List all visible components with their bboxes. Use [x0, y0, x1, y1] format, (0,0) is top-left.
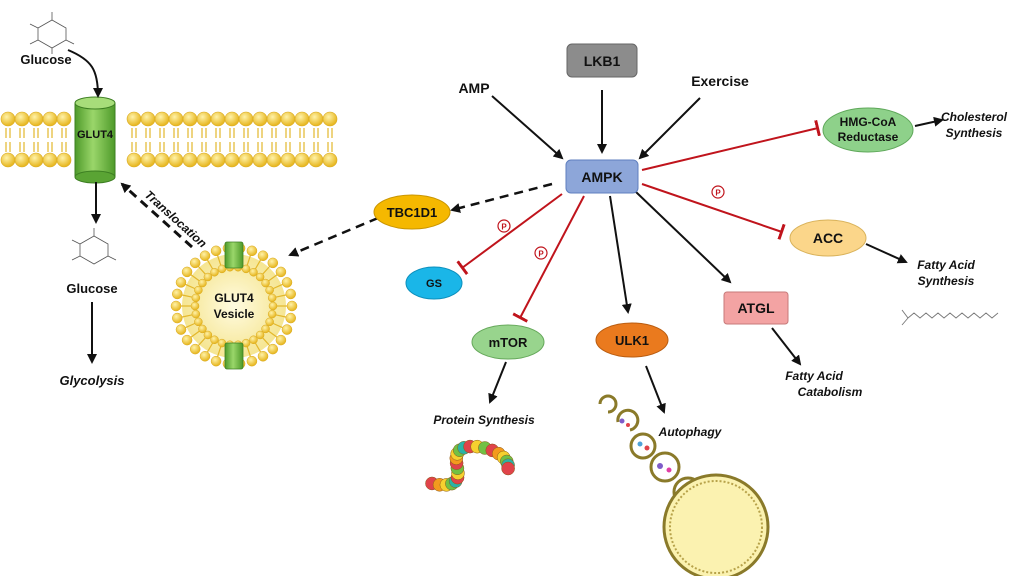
ampk-to-tbc1d1-arrow: [450, 182, 553, 213]
node-atgl: ATGL: [723, 291, 789, 325]
svg-text:P: P: [538, 250, 544, 259]
svg-text:mTOR: mTOR: [489, 335, 528, 350]
amp-to-ampk-arrow: [491, 95, 564, 160]
node-mtor: mTOR: [471, 324, 545, 360]
translocation-arrow: [120, 182, 194, 249]
node-ulk1: ULK1: [595, 322, 669, 358]
node-acc: ACC: [789, 219, 867, 257]
cholesterol-label-line1: Cholesterol: [941, 110, 1008, 124]
glut4-transporter: GLUT4: [74, 96, 116, 184]
translocation-label: Translocation: [142, 188, 210, 251]
vesicle-glut4-top: [224, 241, 244, 269]
node-lkb1: LKB1: [566, 43, 638, 78]
glucose-label-top: Glucose: [20, 52, 71, 67]
ampk-inhibits-hmgcoa: [641, 119, 821, 171]
vesicle-glut4-bottom: [224, 342, 244, 370]
svg-text:AMPK: AMPK: [581, 169, 622, 185]
svg-text:ATGL: ATGL: [737, 300, 775, 316]
node-hmgcoa-reductase: HMG-CoA Reductase: [822, 107, 914, 153]
fatty-acid-catabolism-line1: Fatty Acid: [785, 369, 843, 383]
phospho-marker-acc: P: [711, 185, 725, 199]
glucose-structure-bottom: [71, 228, 117, 265]
node-gs: GS: [405, 266, 463, 300]
acc-to-fatty-acid-synthesis-arrow: [865, 243, 908, 264]
svg-text:ACC: ACC: [813, 230, 843, 246]
svg-text:P: P: [501, 223, 507, 232]
ulk1-to-autophagy-arrow: [645, 365, 666, 414]
fatty-acid-synthesis-line2: Synthesis: [918, 274, 975, 288]
tbc1d1-to-vesicle-arrow: [288, 216, 379, 257]
glycolysis-label: Glycolysis: [59, 373, 124, 388]
ampk-inhibits-gs: [456, 193, 563, 276]
vesicle-label-line1: GLUT4: [214, 291, 254, 305]
autophagy-label: Autophagy: [658, 425, 723, 439]
input-amp: AMP: [458, 80, 489, 96]
node-tbc1d1: TBC1D1: [373, 194, 451, 230]
fatty-acid-synthesis-line1: Fatty Acid: [917, 258, 975, 272]
svg-text:HMG-CoA: HMG-CoA: [840, 115, 897, 129]
hmgcoa-to-cholesterol-arrow: [914, 116, 944, 127]
glucose-label-bottom: Glucose: [66, 281, 117, 296]
svg-text:ULK1: ULK1: [615, 333, 649, 348]
cholesterol-label-line2: Synthesis: [946, 126, 1003, 140]
atgl-to-fatty-acid-catabolism-arrow: [771, 327, 802, 366]
svg-text:Reductase: Reductase: [838, 130, 899, 144]
svg-text:TBC1D1: TBC1D1: [387, 205, 438, 220]
lipid-heads: [0, 111, 338, 168]
ampk-inhibits-mtor: [512, 195, 585, 323]
fatty-acid-catabolism-line2: Catabolism: [798, 385, 863, 399]
glut4-label: GLUT4: [77, 129, 114, 141]
fatty-acid-structure: [901, 309, 999, 326]
svg-text:LKB1: LKB1: [584, 53, 621, 69]
svg-text:GS: GS: [426, 278, 442, 290]
protein-synthesis-label: Protein Synthesis: [433, 413, 535, 427]
node-ampk: AMPK: [565, 159, 639, 194]
ampk-inhibits-acc: [641, 183, 786, 240]
phospho-marker-gs: P: [497, 219, 511, 233]
lysosome: [662, 473, 770, 576]
glut4-vesicle: GLUT4 Vesicle: [170, 241, 298, 370]
svg-text:P: P: [715, 189, 721, 198]
ampk-to-ulk1-arrow: [609, 195, 632, 314]
exercise-to-ampk-arrow: [638, 97, 701, 160]
lipid-tails: [5, 128, 333, 152]
ampk-to-atgl-arrow: [635, 191, 732, 284]
mtor-to-protein-synthesis-arrow: [488, 361, 507, 404]
input-exercise: Exercise: [691, 73, 749, 89]
glucose-uptake-arrow: [67, 49, 103, 98]
protein-chain-illustration: [425, 439, 515, 492]
vesicle-label-line2: Vesicle: [214, 307, 255, 321]
cell-membrane: [0, 111, 338, 168]
phospho-marker-mtor: P: [534, 246, 548, 260]
glucose-structure-top: [29, 12, 75, 54]
